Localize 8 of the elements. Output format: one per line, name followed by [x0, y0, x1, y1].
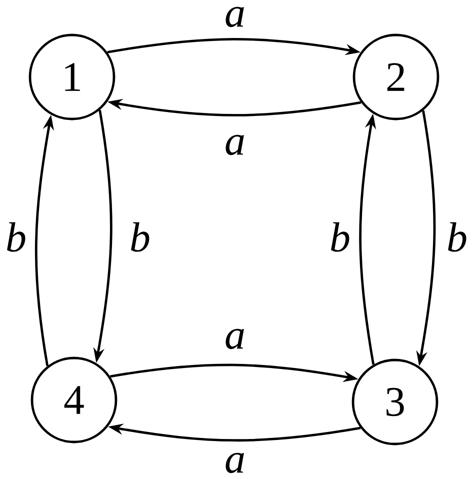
edge-label: b	[128, 221, 152, 253]
edge-label: a	[224, 134, 246, 156]
edge-label: a	[224, 6, 246, 28]
edge-label: a	[224, 328, 246, 350]
edge-label: b	[4, 221, 28, 253]
edge-label: b	[328, 221, 352, 253]
edge-label: b	[446, 221, 468, 253]
edge-label: a	[224, 452, 246, 474]
